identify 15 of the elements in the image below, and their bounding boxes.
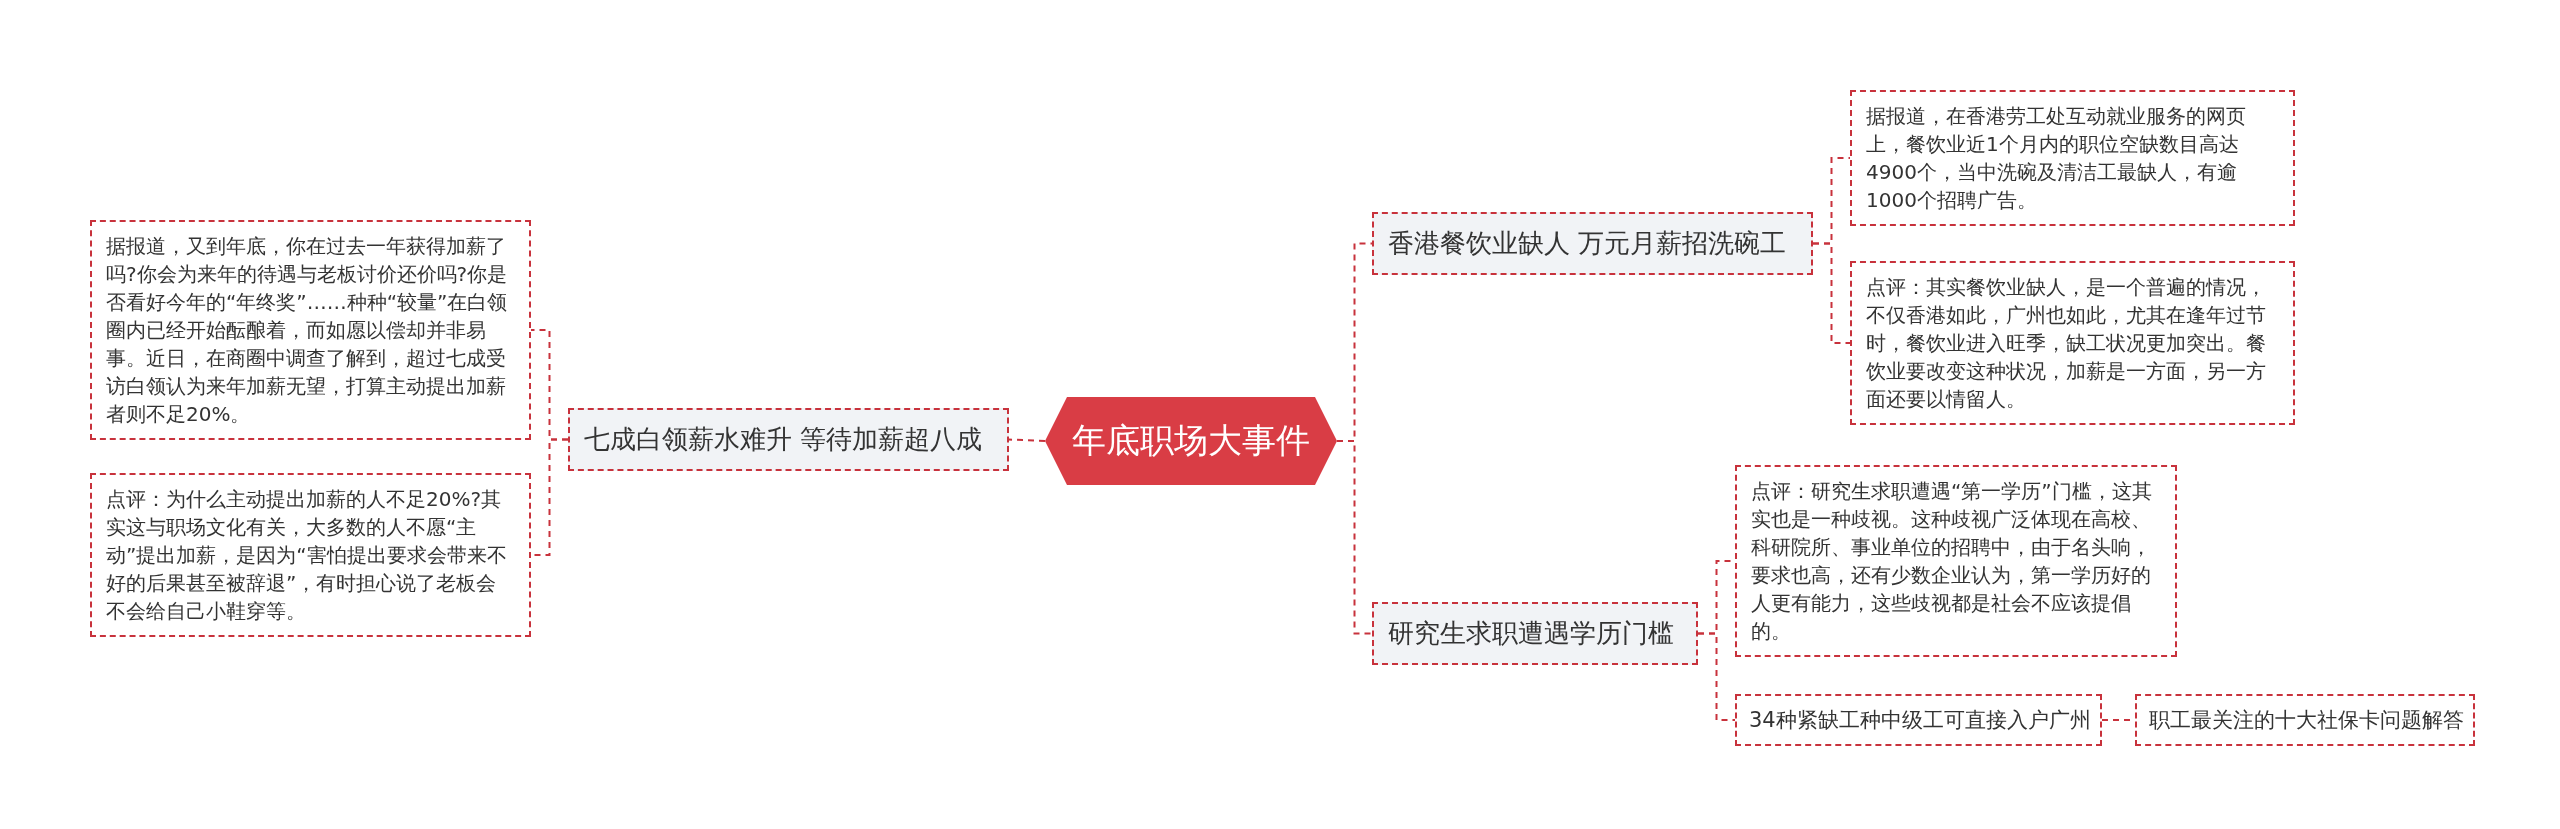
topic-box: 34种紧缺工种中级工可直接入户广州 xyxy=(1735,694,2102,746)
connector-line xyxy=(1697,632,1736,721)
note-box: 据报道，又到年底，你在过去一年获得加薪了吗?你会为来年的待遇与老板讨价还价吗?你是否看好今年的“年终奖”……种种“较量”在白领圈内已经开始酝酿着，而如愿以偿却并非易事。近日，在商圈中调查了解到，超过七成受访白领认为来年加薪无望，打算主动提出加薪者则不足20%。 xyxy=(90,220,531,440)
branch-box: 七成白领薪水难升 等待加薪超八成 xyxy=(568,408,1009,471)
connector-line xyxy=(1008,438,1046,442)
connector-line xyxy=(1812,242,1851,344)
note-box: 点评：为什么主动提出加薪的人不足20%?其实这与职场文化有关，大多数的人不愿“主动”提出加薪，是因为“害怕提出要求会带来不好的后果甚至被辞退”，有时担心说了老板会不会给自己小鞋穿等。 xyxy=(90,473,531,637)
topic-hexagon: 年底职场大事件 xyxy=(1045,397,1337,485)
note-box: 据报道，在香港劳工处互动就业服务的网页上，餐饮业近1个月内的职位空缺数目高达4900个，当中洗碗及清洁工最缺人，有逾1000个招聘广告。 xyxy=(1850,90,2295,226)
topic-box: 职工最关注的十大社保卡问题解答 xyxy=(2135,694,2475,746)
note-box: 点评：研究生求职遭遇“第一学历”门槛，这其实也是一种歧视。这种歧视广泛体现在高校、科研院所、事业单位的招聘中，由于名头响，要求也高，还有少数企业认为，第一学历好的人更有能力，这些歧视都是社会不应该提倡的。 xyxy=(1735,465,2177,657)
connector-line xyxy=(1336,440,1373,635)
branch-box: 香港餐饮业缺人 万元月薪招洗碗工 xyxy=(1372,212,1813,275)
branch-box: 研究生求职遭遇学历门槛 xyxy=(1372,602,1698,665)
note-box: 点评：其实餐饮业缺人，是一个普遍的情况，不仅香港如此，广州也如此，尤其在逢年过节时，餐饮业进入旺季，缺工状况更加突出。餐饮业要改变这种状况，加薪是一方面，另一方面还要以情留人。 xyxy=(1850,261,2295,425)
